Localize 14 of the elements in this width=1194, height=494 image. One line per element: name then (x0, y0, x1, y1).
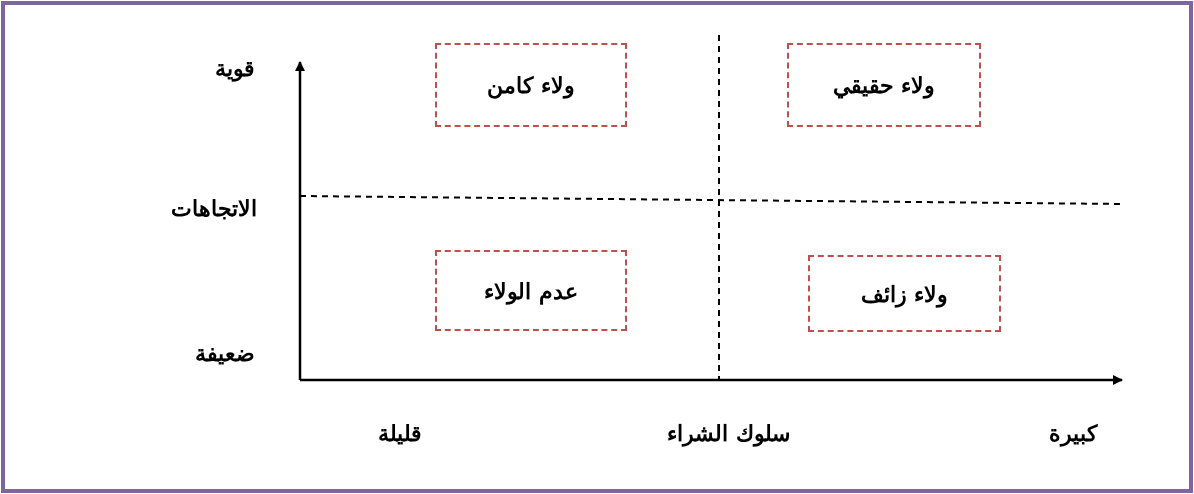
quadrant-box (808, 255, 1001, 332)
quadrant-box (435, 43, 627, 127)
axis-label: قليلة (378, 420, 422, 446)
axis-label: ضعيفة (195, 340, 255, 366)
axis-title: سلوك الشراء (667, 420, 790, 446)
quadrant-label: ولاء زائف (860, 280, 949, 307)
quadrant-label: عدم الولاء (484, 277, 578, 304)
quadrant-box (787, 43, 981, 127)
quadrant-label: ولاء كامن (487, 72, 575, 98)
axis-title: الاتجاهات (171, 195, 257, 221)
quadrant-box (435, 250, 627, 331)
axis-label: قوية (215, 55, 255, 81)
quadrant-label: ولاء حقيقي (832, 72, 936, 98)
axis-label: كبيرة (1049, 420, 1097, 446)
